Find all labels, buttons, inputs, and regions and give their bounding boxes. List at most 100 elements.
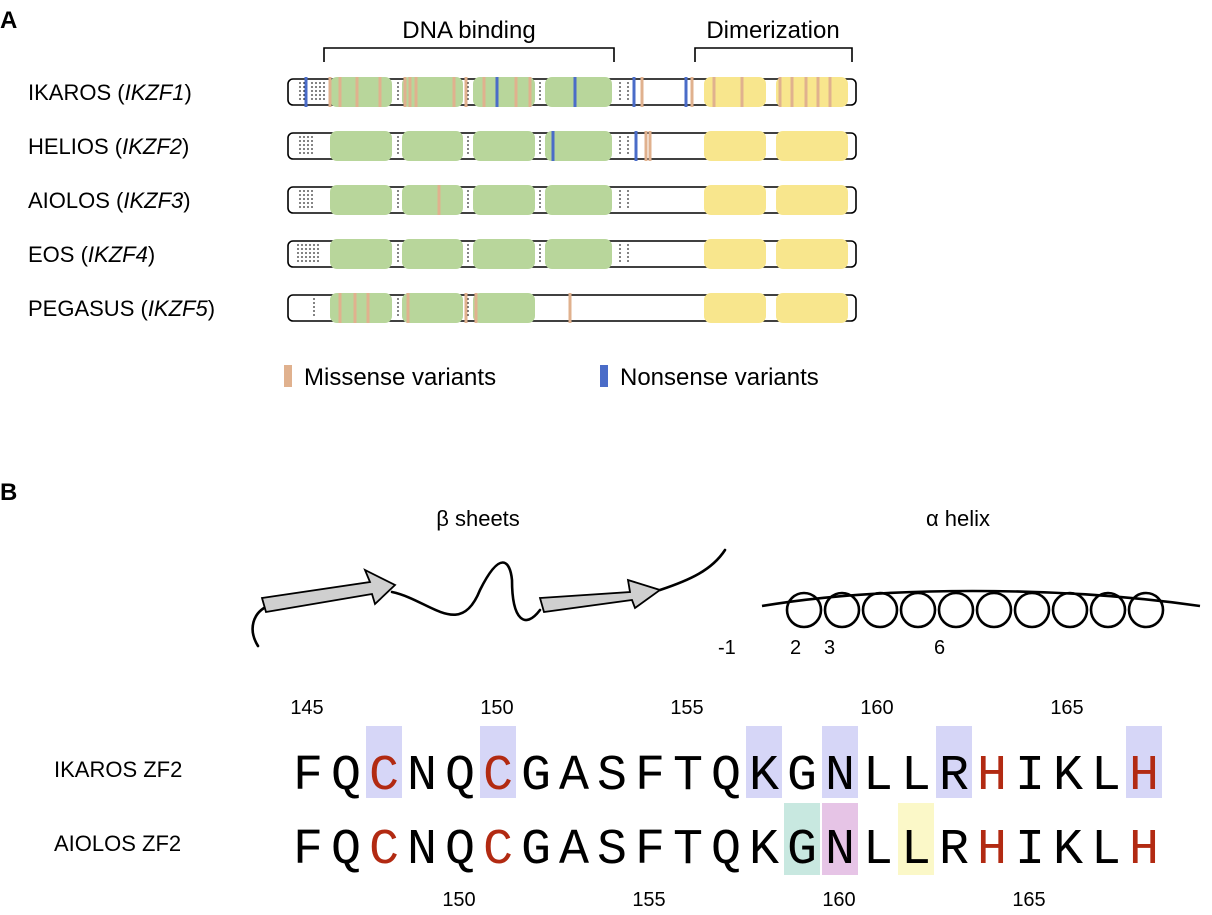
helix-pos-2: 2 xyxy=(790,637,801,659)
missense-variant xyxy=(644,131,648,161)
zinc-finger-domain xyxy=(330,239,392,269)
nonsense-variant xyxy=(632,77,636,107)
missense-variant xyxy=(482,77,486,107)
missense-variant xyxy=(474,293,478,323)
residue: G xyxy=(787,822,817,879)
missense-variant xyxy=(640,77,644,107)
residue: F xyxy=(293,822,323,879)
residue: N xyxy=(407,748,437,805)
zinc-finger-domain xyxy=(330,293,392,323)
residue: A xyxy=(559,748,589,805)
residue: H xyxy=(1129,748,1159,805)
residue: H xyxy=(977,822,1007,879)
residue: L xyxy=(901,822,931,879)
zinc-finger-domain xyxy=(473,77,535,107)
residue: S xyxy=(597,822,627,879)
zinc-finger-domain xyxy=(473,185,535,215)
zinc-finger-domain xyxy=(545,131,612,161)
missense-variant xyxy=(328,77,332,107)
dna-binding-bracket xyxy=(323,47,615,62)
helix-turn xyxy=(1127,591,1165,629)
protein-name: AIOLOS ( xyxy=(28,188,124,213)
dimerization-domain xyxy=(776,131,848,161)
residue-highlight xyxy=(822,803,858,875)
protein-label-close: ) xyxy=(183,188,190,213)
helix-pos-3: 3 xyxy=(824,637,835,659)
missense-variant xyxy=(414,77,418,107)
protein-label-close: ) xyxy=(148,242,155,267)
residue: I xyxy=(1015,822,1045,879)
dimerization-domain xyxy=(776,185,848,215)
helix-turn xyxy=(937,591,975,629)
residue: K xyxy=(1053,748,1083,805)
dimerization-domain xyxy=(704,77,766,107)
missense-variant xyxy=(690,77,694,107)
residue: Q xyxy=(331,822,361,879)
missense-variant xyxy=(353,293,357,323)
protein-row-4: EOS (IKZF4) xyxy=(28,239,857,269)
residue: C xyxy=(369,822,399,879)
dna-binding-label: DNA binding xyxy=(402,17,535,44)
legend-nonsense-swatch xyxy=(600,365,608,387)
zinc-finger-domain xyxy=(473,293,535,323)
protein-label: EOS (IKZF4) xyxy=(28,242,155,267)
bottom-number-160: 160 xyxy=(822,889,855,911)
protein-label: AIOLOS (IKZF3) xyxy=(28,188,191,213)
top-number-160: 160 xyxy=(860,697,893,719)
protein-row-5: PEGASUS (IKZF5) xyxy=(28,293,857,323)
zinc-finger-domain xyxy=(402,239,463,269)
residue: N xyxy=(407,822,437,879)
residue: I xyxy=(1015,748,1045,805)
residue-highlight xyxy=(746,726,782,798)
nonsense-variant xyxy=(551,131,555,161)
gene-name: IKZF1 xyxy=(125,80,185,105)
top-number-165: 165 xyxy=(1050,697,1083,719)
legend-missense-swatch xyxy=(284,365,292,387)
missense-variant xyxy=(740,77,744,107)
residue: Q xyxy=(445,822,475,879)
residue: F xyxy=(293,748,323,805)
protein-name: HELIOS ( xyxy=(28,134,123,159)
residue: L xyxy=(1091,748,1121,805)
residue: L xyxy=(863,822,893,879)
top-number-150: 150 xyxy=(480,697,513,719)
missense-variant xyxy=(464,293,468,323)
residue: R xyxy=(939,748,969,805)
alpha-helix-label: α helix xyxy=(926,506,990,531)
helix-axis xyxy=(761,589,1201,608)
nonsense-variant xyxy=(304,77,308,107)
protein-rows: IKAROS (IKZF1)HELIOS (IKZF2)AIOLOS (IKZF… xyxy=(28,77,857,323)
residue: F xyxy=(635,822,665,879)
residue: Q xyxy=(331,748,361,805)
nonsense-variant xyxy=(573,77,577,107)
missense-variant xyxy=(355,77,359,107)
missense-variant xyxy=(648,131,652,161)
residue-highlight xyxy=(936,726,972,798)
residue: Q xyxy=(711,822,741,879)
beta-sheets-label: β sheets xyxy=(436,506,520,531)
residue: H xyxy=(977,748,1007,805)
gene-name: IKZF3 xyxy=(123,188,184,213)
missense-variant xyxy=(403,77,407,107)
residue: L xyxy=(901,748,931,805)
dimerization-domain xyxy=(776,77,848,107)
legend-missense-label: Missense variants xyxy=(304,364,496,391)
residue: G xyxy=(521,822,551,879)
residue: R xyxy=(939,822,969,879)
zinc-finger-domain xyxy=(402,131,463,161)
missense-variant xyxy=(378,77,382,107)
helix-turn xyxy=(1051,591,1089,629)
residue: G xyxy=(787,748,817,805)
helix-turn xyxy=(861,591,899,629)
dimerization-domain xyxy=(776,293,848,323)
alpha-helix-coil xyxy=(761,589,1201,629)
residue: N xyxy=(825,748,855,805)
dimerization-domain xyxy=(704,185,766,215)
sequence-name: AIOLOS ZF2 xyxy=(54,831,181,856)
dimerization-bracket xyxy=(694,47,853,62)
residue: K xyxy=(749,822,779,879)
missense-variant xyxy=(408,77,412,107)
